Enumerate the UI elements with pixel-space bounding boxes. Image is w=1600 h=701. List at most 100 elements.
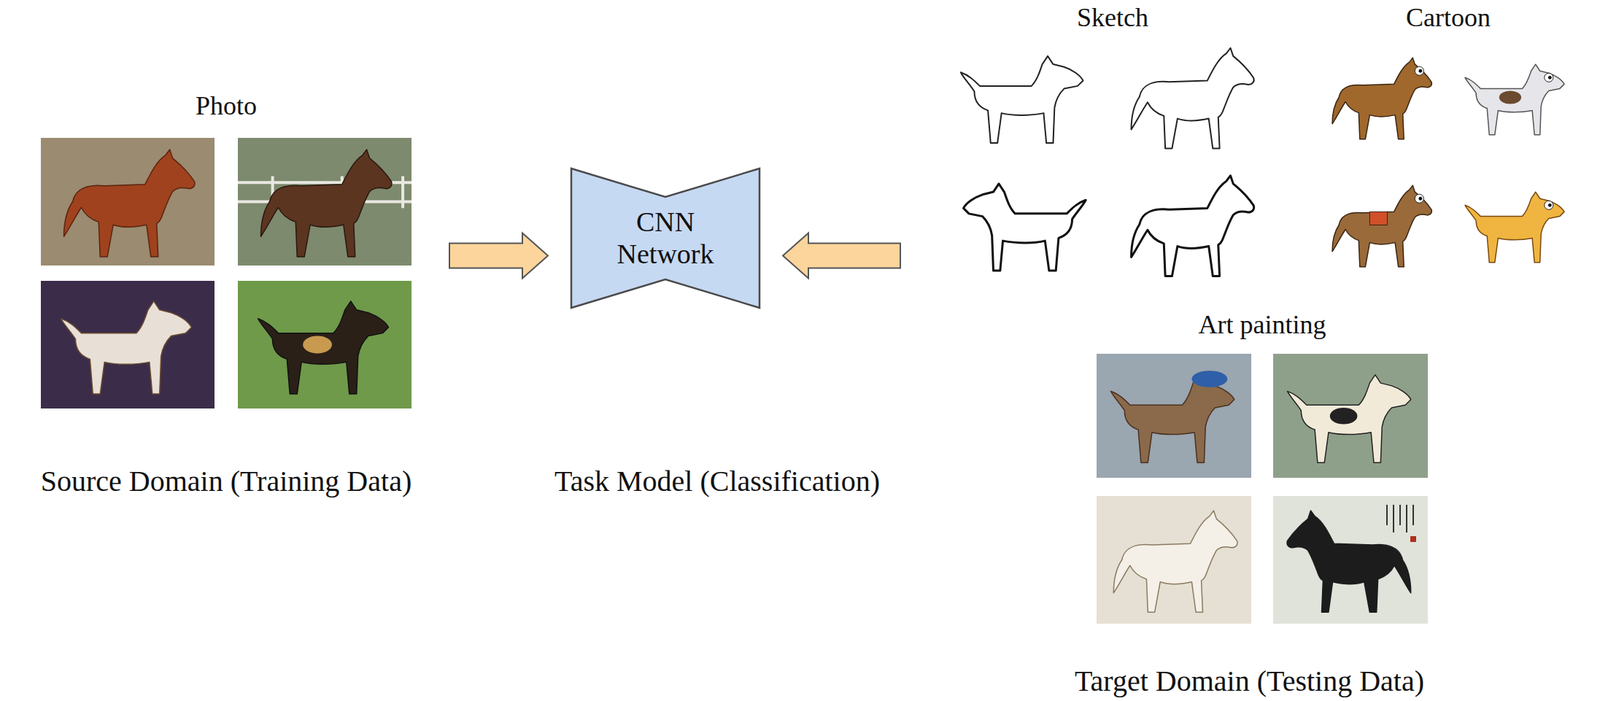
animal-figure — [1287, 375, 1412, 463]
animal-figure — [61, 301, 192, 394]
cartoon-group: Cartoon — [1305, 2, 1591, 292]
dog-figure — [1111, 375, 1235, 463]
caption-text: Source Domain (Training Data) — [40, 464, 412, 499]
seal-mark — [1410, 536, 1417, 543]
pupil — [1548, 75, 1552, 80]
horse-figure — [1131, 48, 1255, 149]
animal-figure — [1332, 57, 1432, 140]
image-tile — [40, 280, 215, 409]
tile-background — [1451, 36, 1580, 157]
ink-mark — [1405, 504, 1408, 533]
tile-background — [1273, 496, 1428, 624]
animal-figure — [1465, 191, 1565, 263]
tile-background — [237, 280, 412, 409]
image-tile — [40, 137, 215, 266]
horse-figure — [261, 149, 392, 257]
image-tile — [1316, 164, 1445, 285]
tile-background — [944, 164, 1102, 285]
tile-background — [1273, 353, 1428, 478]
image-tile — [1451, 36, 1580, 157]
ink-mark — [1412, 504, 1414, 526]
caption-text: Target Domain (Testing Data) — [1074, 664, 1425, 699]
pupil — [1418, 69, 1422, 73]
block-arrow — [449, 233, 548, 279]
animal-figure — [1113, 510, 1238, 613]
horse-figure — [1287, 510, 1412, 613]
image-tile — [1096, 496, 1252, 624]
animal-figure — [1131, 175, 1255, 277]
image-tile — [1316, 36, 1445, 157]
image-tile — [1112, 36, 1270, 157]
horse-figure — [1113, 510, 1238, 613]
coat-patch — [1330, 407, 1358, 425]
node-label: CNN Network — [603, 206, 728, 270]
dog-figure — [61, 301, 192, 394]
image-tile — [944, 36, 1102, 157]
caption-text: Sketch — [1076, 2, 1149, 33]
model-bowtie: CNN Network — [571, 168, 760, 308]
dog-figure — [960, 56, 1084, 144]
eye — [1414, 66, 1424, 76]
sketch-group: Sketch — [941, 2, 1285, 292]
dog-figure — [1465, 64, 1565, 135]
heading-text: Photo — [195, 91, 257, 122]
tile-background — [1112, 36, 1270, 157]
tile-background — [40, 280, 215, 409]
pupil — [1418, 196, 1422, 201]
animal-figure — [1465, 64, 1565, 135]
saddle — [1369, 211, 1387, 225]
animal-figure — [261, 149, 392, 257]
image-tile — [237, 137, 412, 266]
source-domain-panel: PhotoSource Domain (Training Data) — [7, 91, 446, 499]
dog-figure — [963, 183, 1087, 271]
coat-patch — [302, 336, 332, 354]
animal-figure — [1287, 510, 1412, 613]
image-tile — [1273, 496, 1428, 624]
ink-mark — [1392, 504, 1395, 533]
ink-mark — [1399, 504, 1401, 526]
dog-figure — [1287, 375, 1412, 463]
bowtie-shape — [571, 168, 760, 308]
animal-figure — [960, 56, 1084, 144]
animal-figure — [963, 183, 1087, 271]
dog-figure — [258, 301, 389, 394]
hat — [1191, 370, 1228, 388]
horse-figure — [1332, 57, 1432, 140]
tile-background — [1112, 164, 1270, 285]
tile-background — [1096, 353, 1252, 478]
horse-figure — [1131, 175, 1255, 277]
target-domain-panel: Target Domain (Testing Data) Sketch Cartoo… — [904, 2, 1595, 699]
coat-patch — [1499, 90, 1522, 104]
pupil — [1548, 203, 1552, 208]
image-tile — [944, 164, 1102, 285]
ink-mark — [1386, 504, 1388, 526]
tile-background — [1316, 36, 1445, 157]
tile-background — [237, 137, 412, 266]
eye — [1414, 194, 1424, 203]
dog-figure — [1465, 191, 1565, 263]
animal-figure — [64, 149, 195, 257]
block-arrow — [782, 233, 901, 279]
tile-background — [944, 36, 1102, 157]
image-tile — [237, 280, 412, 409]
image-tile — [1273, 353, 1428, 478]
animal-figure — [1131, 48, 1255, 149]
eye — [1544, 72, 1554, 82]
animal-figure — [258, 301, 389, 394]
caption-text: Art painting — [1198, 310, 1327, 340]
image-tile — [1112, 164, 1270, 285]
horse-figure — [1332, 185, 1432, 268]
tile-background — [1451, 164, 1580, 285]
tile-background — [1096, 496, 1252, 624]
fence-post — [401, 176, 405, 209]
art-group: Art painting — [1090, 310, 1434, 632]
image-tile — [1451, 164, 1580, 285]
tile-background — [40, 137, 215, 266]
animal-figure — [1111, 370, 1235, 463]
horse-figure — [64, 149, 195, 257]
tile-background — [1316, 164, 1445, 285]
caption-text: Cartoon — [1405, 2, 1491, 33]
animal-figure — [1332, 185, 1432, 268]
caption-text: Task Model (Classification) — [425, 464, 1010, 499]
